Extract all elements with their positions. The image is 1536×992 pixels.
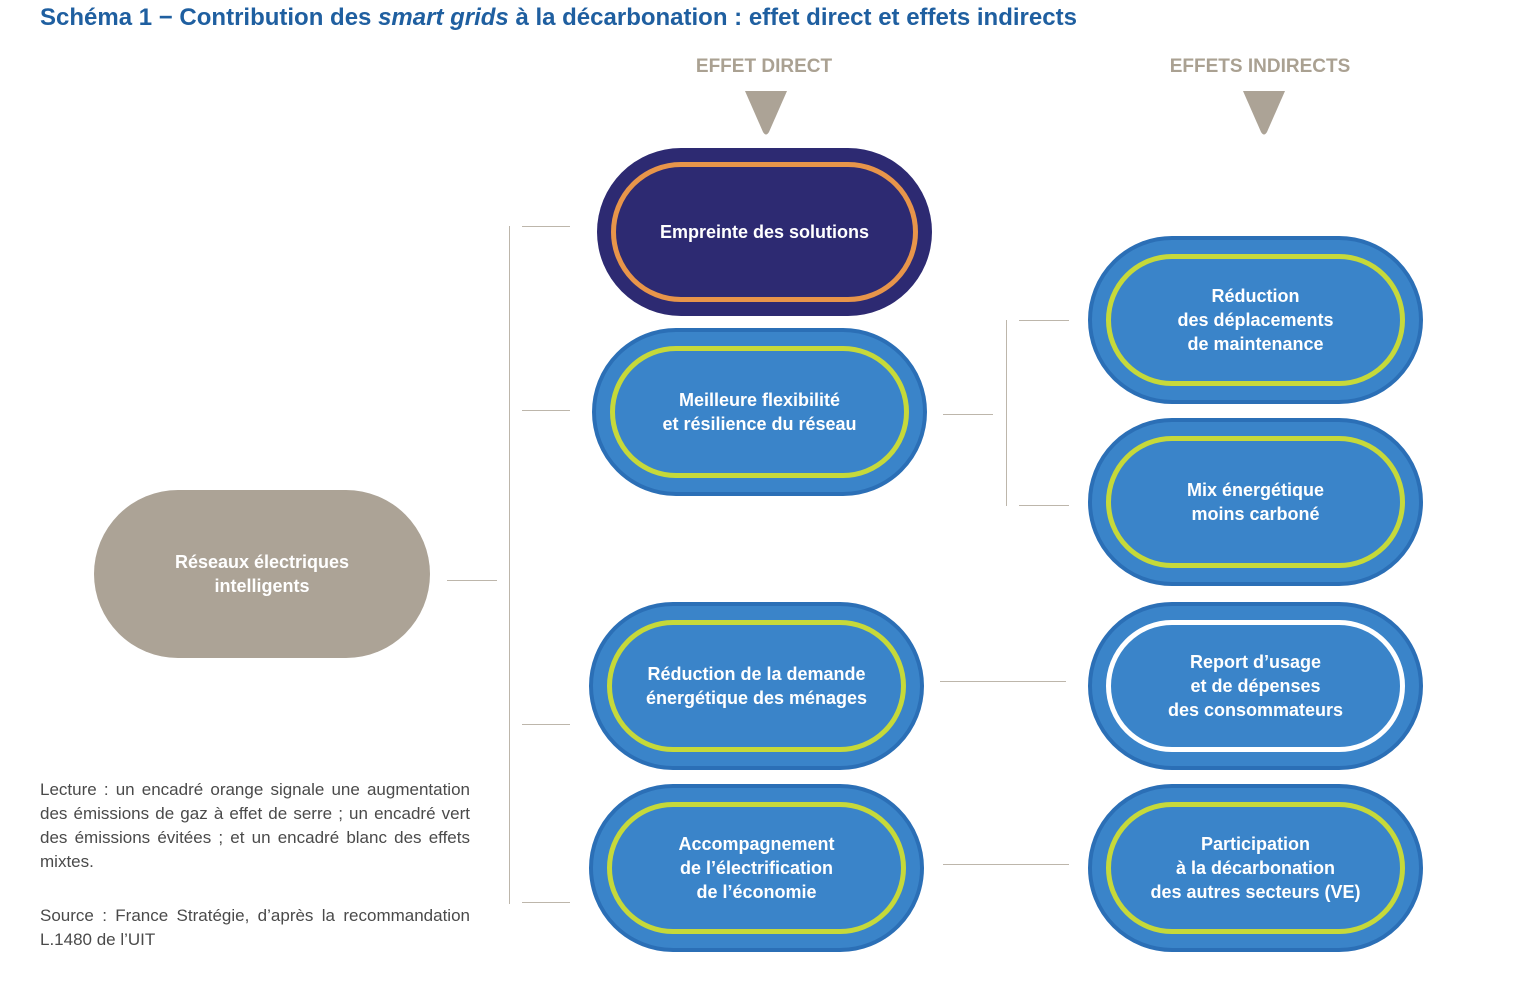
connector-mix bbox=[1019, 505, 1069, 506]
node-label: Réseaux électriques intelligents bbox=[174, 552, 350, 596]
node-reseaux-electriques: Réseaux électriques intelligents bbox=[94, 490, 430, 658]
lecture-note: Lecture : un encadré orange signale une … bbox=[40, 780, 470, 871]
column-header-direct: EFFET DIRECT bbox=[695, 56, 833, 77]
connector-electrification bbox=[522, 902, 570, 903]
node-participation-decarbonation: Participation à la décarbonation des aut… bbox=[1088, 784, 1423, 952]
connector-report bbox=[940, 681, 1066, 682]
node-label: Participation à la décarbonation des aut… bbox=[1150, 834, 1361, 902]
node-empreinte-solutions: Empreinte des solutions bbox=[597, 148, 932, 316]
connector-flexibilite-out bbox=[943, 414, 993, 415]
node-label: Mix énergétique moins carboné bbox=[1186, 480, 1325, 524]
connector-root bbox=[447, 580, 497, 581]
node-report-usage: Report d’usage et de dépenses des consom… bbox=[1088, 602, 1423, 770]
node-meilleure-flexibilite: Meilleure flexibilité et résilience du r… bbox=[592, 328, 927, 496]
connector-deplacements bbox=[1019, 320, 1069, 321]
connector-trunk-right bbox=[1006, 320, 1007, 506]
connector-trunk-left bbox=[509, 226, 510, 904]
connector-empreinte bbox=[522, 226, 570, 227]
connector-flexibilite bbox=[522, 410, 570, 411]
node-label: Empreinte des solutions bbox=[659, 222, 870, 242]
node-label: Réduction des déplacements de maintenanc… bbox=[1177, 286, 1334, 354]
node-mix-energetique: Mix énergétique moins carboné bbox=[1088, 418, 1423, 586]
node-accompagnement-electrification: Accompagnement de l’électrification de l… bbox=[589, 784, 924, 952]
column-header-indirect: EFFETS INDIRECTS bbox=[1169, 56, 1351, 77]
diagram-title: Schéma 1 − Contribution des smart grids … bbox=[40, 4, 1077, 31]
triangle-down-icon bbox=[745, 91, 787, 135]
connector-demande bbox=[522, 724, 570, 725]
node-label: Report d’usage et de dépenses des consom… bbox=[1167, 652, 1344, 720]
node-label: Meilleure flexibilité et résilience du r… bbox=[662, 390, 857, 434]
node-reduction-deplacements: Réduction des déplacements de maintenanc… bbox=[1088, 236, 1423, 404]
triangle-down-icon bbox=[1243, 91, 1285, 135]
node-reduction-demande: Réduction de la demande énergétique des … bbox=[589, 602, 924, 770]
node-label: Réduction de la demande énergétique des … bbox=[645, 664, 868, 708]
node-label: Accompagnement de l’électrification de l… bbox=[678, 834, 835, 902]
connector-participation bbox=[943, 864, 1069, 865]
source-note: Source : France Stratégie, d’après la re… bbox=[40, 906, 470, 949]
